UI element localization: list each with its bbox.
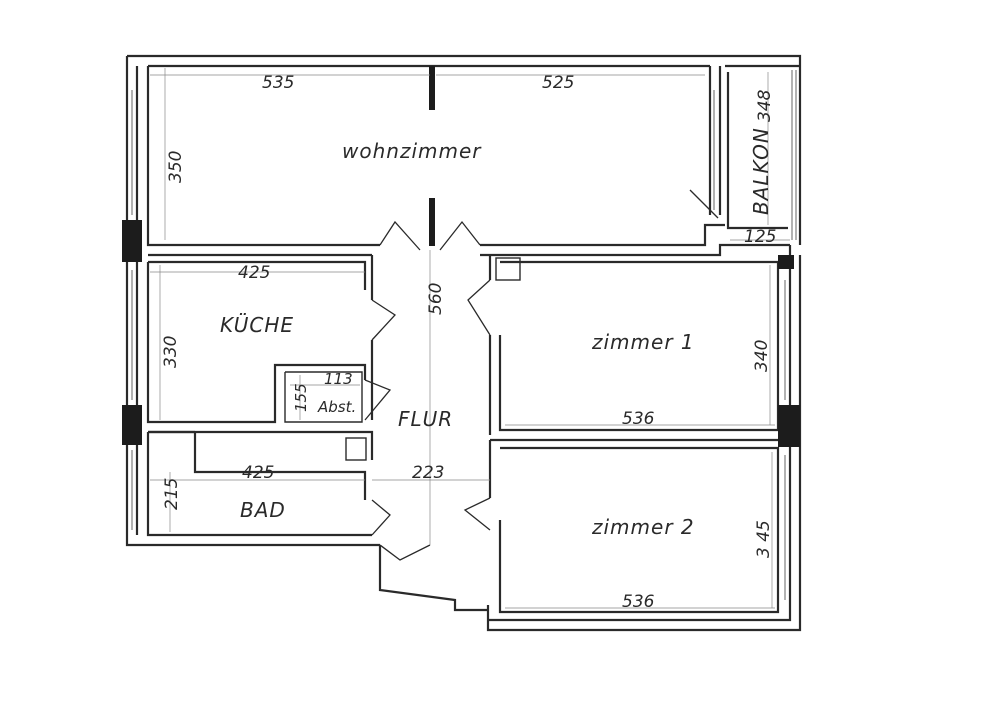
- dim-abst-height: 155: [292, 383, 310, 412]
- dim-wohn-left-width: 535: [262, 73, 294, 93]
- dim-abst-width: 113: [324, 370, 353, 388]
- wall-pillars: [122, 220, 800, 447]
- room-label-wohnzimmer: wohnzimmer: [342, 139, 482, 163]
- dim-balkon-length: 348: [755, 89, 775, 122]
- dim-kueche-width: 425: [238, 263, 270, 283]
- room-label-kueche: KÜCHE: [220, 313, 294, 337]
- dimension-lines: [150, 68, 790, 609]
- windows: [131, 90, 786, 600]
- room-label-flur: FLUR: [398, 407, 453, 431]
- dim-bad-width: 425: [242, 463, 274, 483]
- dim-bad-height: 215: [162, 478, 182, 510]
- dim-wohn-right-width: 525: [542, 73, 574, 93]
- doors: [364, 189, 719, 561]
- dim-wohn-height: 350: [166, 151, 186, 183]
- dim-balkon-width: 125: [744, 227, 776, 247]
- dim-zimmer2-height: 3 45: [754, 520, 774, 558]
- room-label-abst: Abst.: [317, 398, 356, 416]
- zimmer2-walls: [488, 438, 790, 614]
- dim-kueche-height: 330: [161, 336, 181, 368]
- room-label-zimmer2: zimmer 2: [591, 515, 695, 539]
- dim-zimmer1-height: 340: [752, 340, 772, 372]
- room-label-balkon: BALKON: [749, 127, 773, 215]
- balkon-walls: [725, 64, 800, 240]
- dim-flur-length: 560: [426, 283, 446, 315]
- dim-flur-width: 223: [412, 463, 444, 483]
- room-label-bad: BAD: [240, 498, 286, 522]
- dim-zimmer2-width: 536: [622, 592, 655, 612]
- wohnzimmer-walls: [146, 64, 790, 257]
- room-label-zimmer1: zimmer 1: [591, 330, 695, 354]
- dim-zimmer1-width: 536: [622, 409, 655, 429]
- bad-walls: [146, 430, 374, 537]
